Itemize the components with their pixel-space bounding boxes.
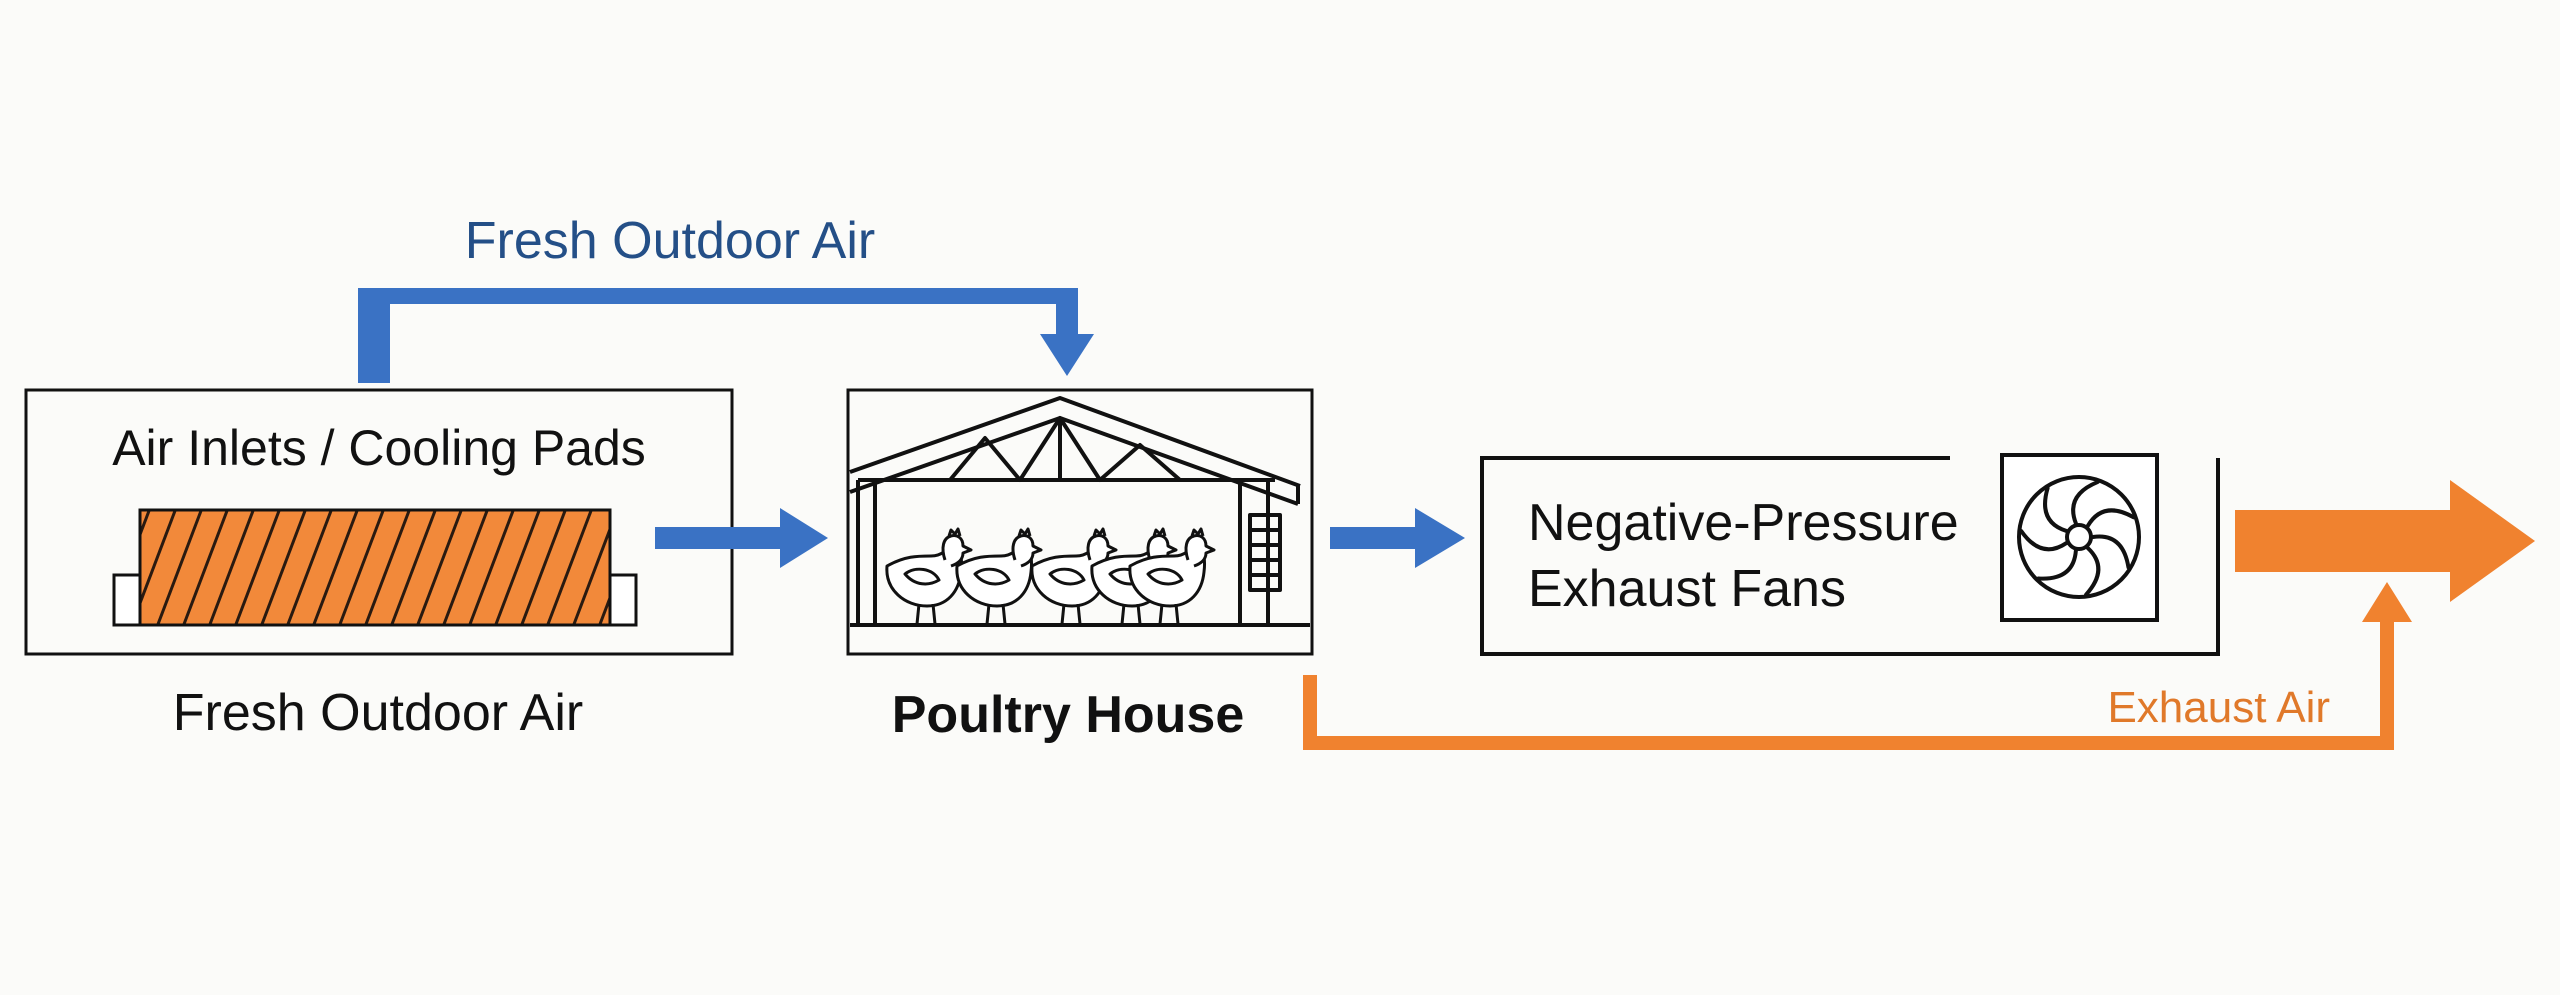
exhaust-air-label: Exhaust Air [2107,683,2330,732]
pad-left-support [112,573,144,627]
flow-arrow-house-to-fans [1330,508,1465,568]
chicken-icon [955,527,1043,625]
exhaust-air-path [1303,582,2412,750]
fresh-air-top-arrow [358,288,1094,383]
poultry-house-caption: Poultry House [892,686,1245,744]
fans-label-line1: Negative-Pressure [1528,494,1959,552]
house-building-icon [849,396,1310,627]
poultry-house-box [846,388,1314,656]
exhaust-output-arrow [2235,480,2535,602]
flow-arrow-inlet-to-house [655,508,828,568]
chicken-icon [1128,527,1216,625]
exhaust-fans-box: Negative-Pressure Exhaust Fans [1480,453,2220,656]
inlet-title: Air Inlets / Cooling Pads [112,420,646,476]
fans-label-line2: Exhaust Fans [1528,560,1846,618]
pad-right-support [606,573,638,627]
chicken-icon [885,527,973,625]
chickens-group [885,527,1216,625]
inlet-caption: Fresh Outdoor Air [173,684,583,742]
inlet-box: Air Inlets / Cooling Pads [24,388,734,656]
exhaust-fan-icon [2000,453,2159,622]
cooling-pad-icon [138,508,612,627]
fresh-air-top-label: Fresh Outdoor Air [465,212,875,270]
